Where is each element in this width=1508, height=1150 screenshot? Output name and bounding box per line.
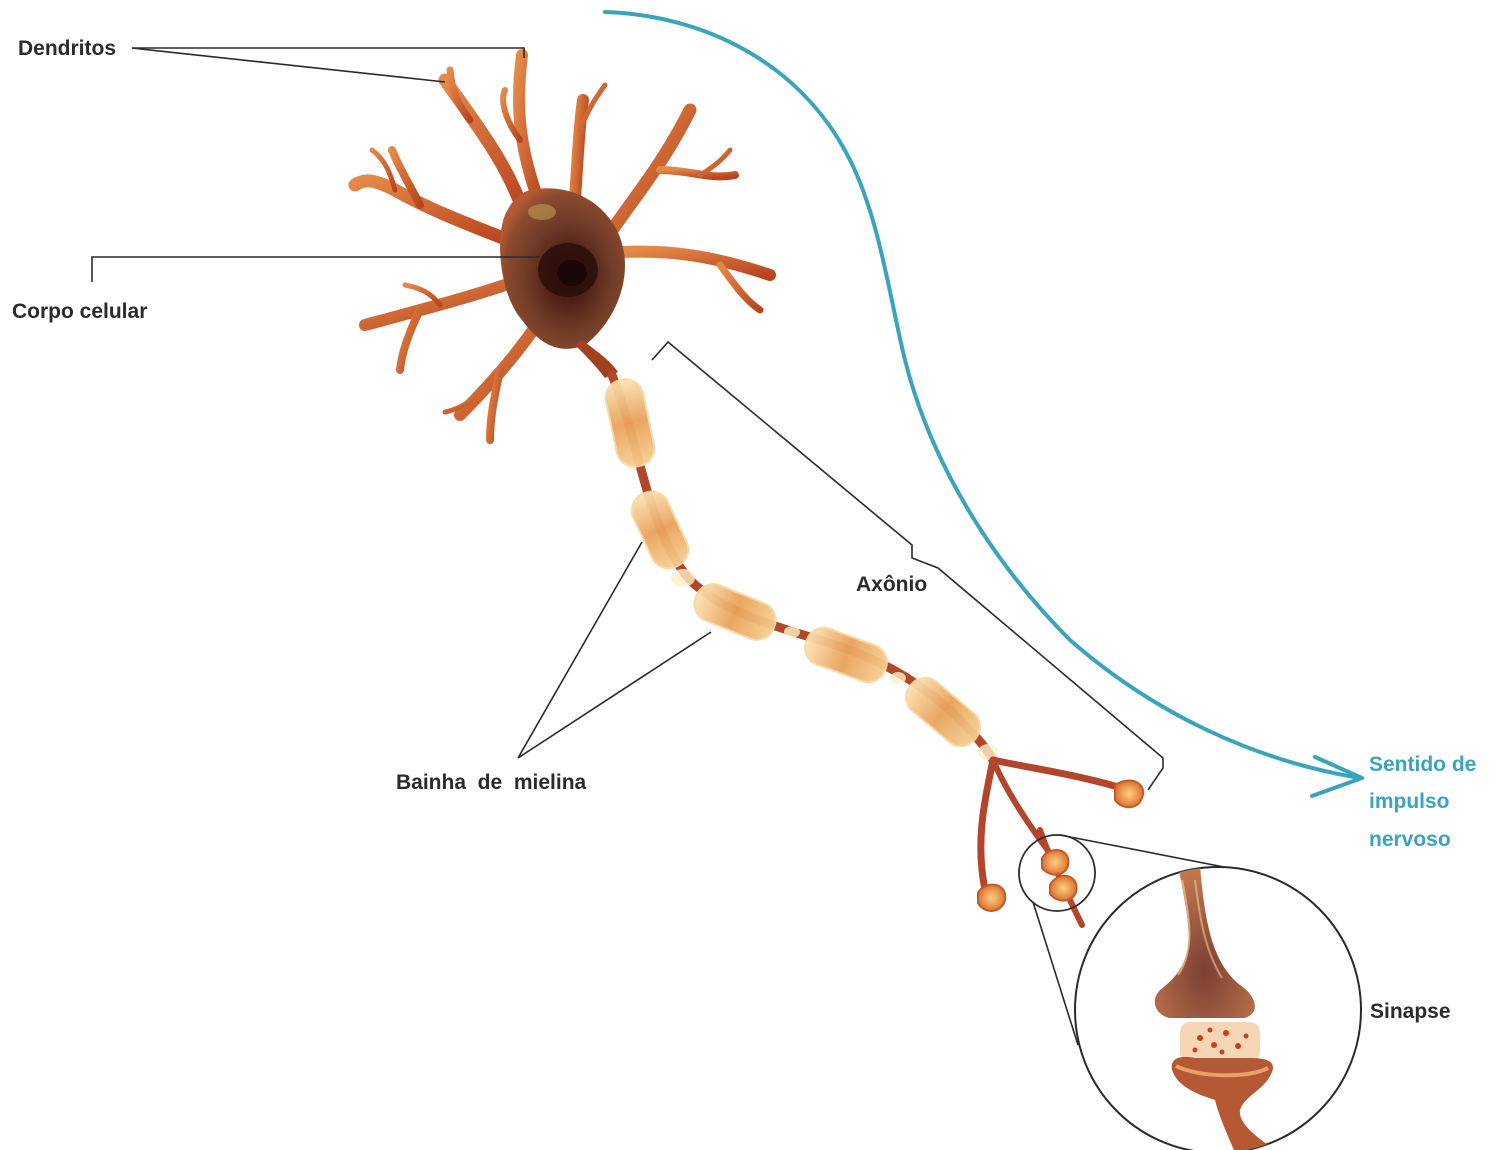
label-sinapse: Sinapse [1370,1000,1451,1023]
label-dendritos: Dendritos [18,37,116,60]
label-sentido-line-2: impulso [1369,790,1450,813]
label-sentido-line-1: Sentido de [1369,753,1476,776]
axon-terminals [978,760,1143,925]
label-sentido-line-3: nervoso [1369,828,1451,851]
label-axonio: Axônio [856,573,927,596]
label-corpo-celular: Corpo celular [12,300,147,323]
label-bainha-de-mielina: Bainha de mielina [396,771,587,794]
impulse-direction-arrow [605,12,1362,796]
